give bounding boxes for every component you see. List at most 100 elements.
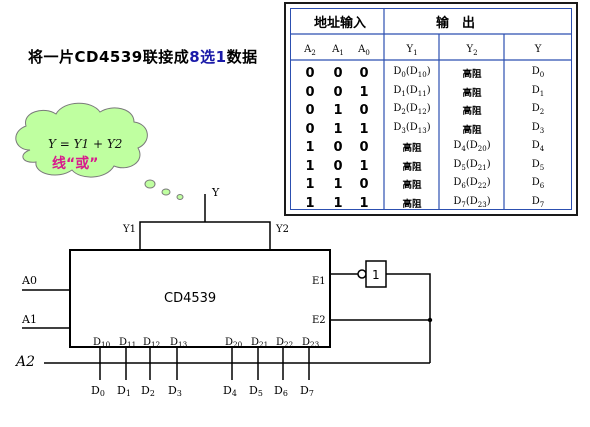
input-label-d7: D7: [300, 384, 314, 398]
inverter-label: 1: [372, 268, 380, 282]
table-cell: D4: [531, 140, 545, 153]
table-cell: 0: [305, 84, 315, 100]
table-cell: 0: [359, 103, 369, 118]
table-cell: 0: [359, 66, 369, 81]
table-cell: 高阻: [462, 69, 482, 80]
title-suffix: 数据: [226, 48, 258, 66]
e2-label: E2: [312, 315, 326, 326]
input-label-d3: D3: [168, 384, 182, 398]
table-cell: 高阻: [462, 87, 482, 99]
table-cell: D7(D23): [453, 195, 491, 209]
table-cell: 1: [305, 158, 315, 174]
table-cell: D5: [531, 158, 545, 172]
table-cell: 0: [305, 121, 315, 137]
table-cell: D0: [531, 66, 545, 79]
callout-cloud: [15, 102, 184, 200]
table-cell: 高阻: [462, 124, 482, 136]
table-cell: 高阻: [462, 106, 482, 117]
chip-label: CD4539: [164, 291, 216, 306]
chip-body: [69, 249, 331, 348]
input-label-d2: D2: [141, 384, 155, 398]
table-cell: 0: [333, 66, 343, 81]
input-label-d4: D4: [223, 384, 237, 398]
column-header: Y: [534, 44, 542, 55]
y2-label: Y2: [275, 224, 289, 235]
table-cell: D1: [531, 84, 545, 98]
table-cell: 高阻: [402, 198, 422, 210]
table-cell: 1: [333, 121, 343, 137]
table-cell: 0: [305, 103, 315, 118]
table-cell: 1: [359, 195, 369, 211]
enable-wires: [330, 273, 431, 363]
table-cell: 1: [333, 103, 343, 118]
table-cell: 0: [305, 66, 315, 81]
table-cell: 1: [305, 140, 315, 155]
pin-label-d22: D22: [276, 337, 293, 349]
table-cell: D2(D12): [393, 103, 431, 116]
wired-or-wires: [139, 194, 271, 250]
pin-label-d12: D12: [143, 337, 160, 349]
callout-caption: 线“或”: [52, 155, 98, 172]
table-cell: D3: [531, 121, 545, 135]
column-header: A0: [358, 44, 370, 57]
table-cell: 高阻: [402, 180, 422, 191]
output-y-label: Y: [211, 186, 220, 199]
input-label-d6: D6: [274, 384, 288, 398]
table-cell: D7: [531, 195, 545, 209]
table-cell: D0(D10): [393, 66, 431, 79]
e1-label: E1: [312, 276, 326, 287]
table-cell: D6(D22): [453, 177, 491, 190]
input-label-d0: D0: [91, 384, 105, 398]
table-cell: 1: [359, 158, 369, 174]
title-highlight: 8选1: [189, 48, 227, 66]
table-cell: 0: [333, 140, 343, 155]
slide-title: 将一片CD4539联接成8选1数据: [28, 46, 258, 67]
table-cell: 0: [333, 84, 343, 100]
table-cell: D3(D13): [393, 121, 431, 135]
table-cell: 高阻: [402, 143, 422, 154]
table-cell: D6: [531, 177, 545, 190]
table-cell: D4(D20): [453, 140, 491, 153]
input-label-d5: D5: [249, 384, 263, 398]
column-header: A2: [304, 44, 316, 57]
table-cell: 1: [359, 84, 369, 100]
table-cell: 高阻: [402, 161, 422, 173]
address-header: 地址输入: [314, 16, 367, 31]
pin-label-d10: D10: [93, 337, 111, 349]
pin-label-d11: D11: [119, 337, 136, 349]
table-cell: 0: [333, 158, 343, 174]
e2-junction: [427, 317, 433, 323]
input-label-d1: D1: [117, 384, 131, 398]
truth-table-frame: [290, 8, 572, 210]
pin-label-d13: D13: [170, 337, 188, 349]
inverter-bubble: [357, 269, 367, 279]
table-cell: 0: [359, 177, 369, 192]
table-cell: D1(D11): [393, 84, 431, 98]
title-prefix: 将一片CD4539联接成: [28, 48, 190, 66]
table-cell: 1: [359, 121, 369, 137]
a1-label: A1: [21, 313, 37, 326]
column-header: Y1: [406, 44, 418, 57]
column-header: Y2: [466, 44, 478, 57]
table-cell: 1: [333, 177, 343, 192]
table-cell: 1: [333, 195, 343, 211]
table-cell: 1: [305, 195, 315, 211]
table-cell: D2: [531, 103, 545, 116]
y1-label: Y1: [122, 224, 136, 235]
pin-label-d20: D20: [225, 337, 243, 349]
callout-equation: Y = Y1 + Y2: [48, 137, 122, 151]
pin-label-d21: D21: [251, 337, 268, 349]
table-cell: D5(D21): [453, 158, 491, 172]
truth-table-grid: [290, 8, 572, 210]
output-header: 输 出: [436, 16, 476, 31]
a0-label: A0: [21, 274, 37, 287]
pin-label-d23: D23: [302, 337, 320, 349]
a2-label: A2: [14, 354, 35, 370]
table-cell: 1: [305, 177, 315, 192]
table-cell: 0: [359, 140, 369, 155]
column-header: A1: [332, 44, 344, 57]
